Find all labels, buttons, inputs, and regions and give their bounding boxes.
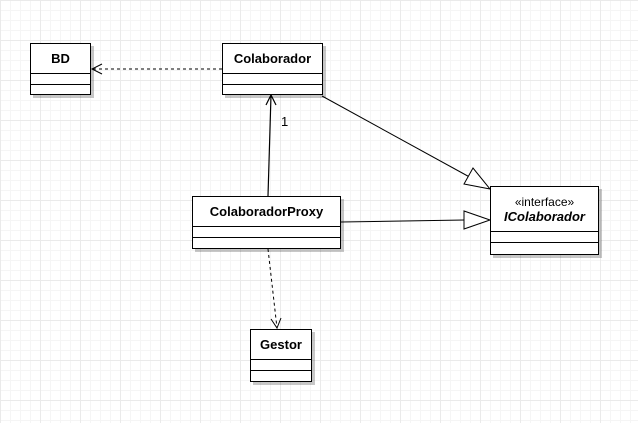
- dependency-colaborador-bd: [90, 63, 222, 75]
- operations-section: [491, 243, 598, 254]
- class-colaborador-proxy[interactable]: ColaboradorProxy: [192, 196, 341, 249]
- operations-section: [193, 238, 340, 248]
- attributes-section: [491, 232, 598, 243]
- operations-section: [31, 85, 90, 94]
- class-gestor[interactable]: Gestor: [250, 329, 312, 382]
- class-name: Colaborador: [233, 51, 312, 66]
- class-name: ColaboradorProxy: [209, 204, 324, 219]
- attributes-section: [223, 74, 322, 85]
- dependency-proxy-gestor: [267, 248, 282, 330]
- association-proxy-colaborador: [265, 93, 277, 197]
- attributes-section: [251, 360, 311, 371]
- class-name: BD: [51, 51, 70, 66]
- class-colaborador[interactable]: Colaborador: [222, 43, 323, 95]
- realization-proxy-icolaborador: [340, 210, 492, 230]
- operations-section: [223, 85, 322, 94]
- class-name: IColaborador: [504, 208, 585, 224]
- realization-colaborador-icolaborador: [321, 95, 492, 190]
- stereotype-label: «interface»: [514, 194, 575, 209]
- class-name: Gestor: [260, 337, 302, 352]
- attributes-section: [31, 74, 90, 85]
- interface-icolaborador[interactable]: «interface» IColaborador: [490, 186, 599, 255]
- multiplicity-label: 1: [281, 114, 289, 129]
- attributes-section: [193, 227, 340, 238]
- class-bd[interactable]: BD: [30, 43, 91, 95]
- operations-section: [251, 371, 311, 381]
